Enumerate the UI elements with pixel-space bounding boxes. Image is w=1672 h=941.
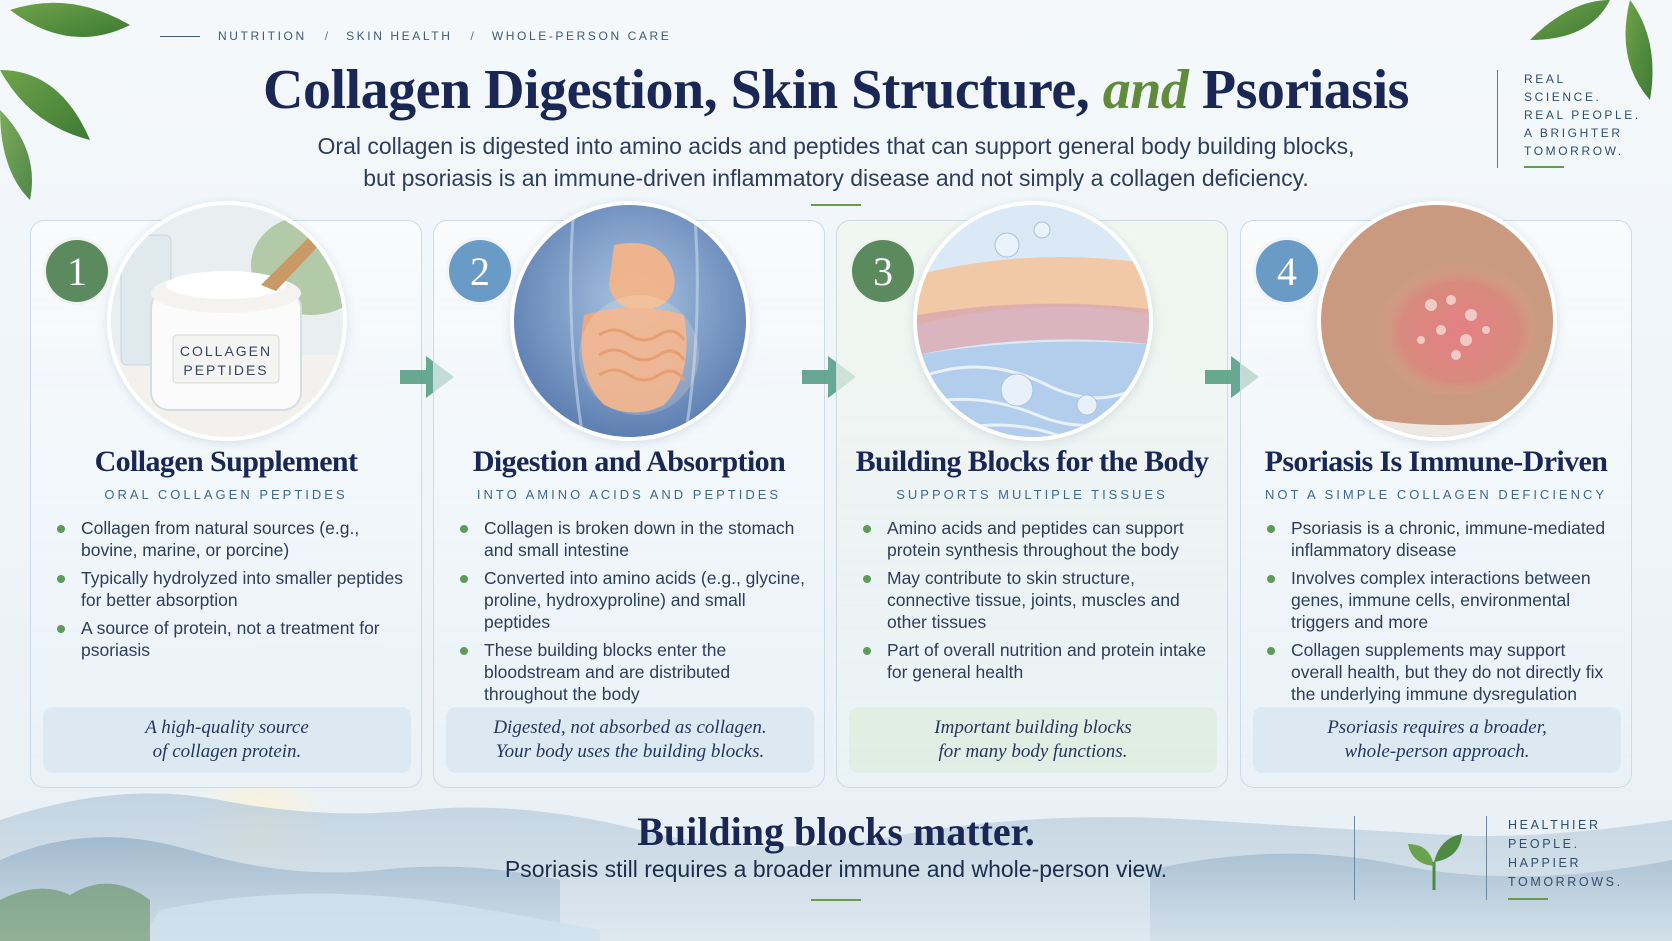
psoriasis-skin-illustration <box>1317 201 1557 441</box>
card-subtitle: SUPPORTS MULTIPLE TISSUES <box>896 487 1168 502</box>
tagline-line: TOMORROW. <box>1524 144 1624 158</box>
card-callout: Digested, not absorbed as collagen. Your… <box>446 707 814 773</box>
callout-line: Your body uses the building blocks. <box>495 741 765 762</box>
card-subtitle: NOT A SIMPLE COLLAGEN DEFICIENCY <box>1264 487 1608 502</box>
step-card-building-blocks: 3 Building Blocks for the Body SUPPORTS … <box>836 201 1228 788</box>
step-card-collagen-supplement: COLLAGEN PEPTIDES 1 Collagen Supplement … <box>30 201 422 788</box>
step-card-psoriasis: 4 Psoriasis Is Immune-Driven NOT A SIMPL… <box>1240 201 1632 788</box>
card-subtitle: ORAL COLLAGEN PEPTIDES <box>104 487 348 502</box>
tagline-line: REAL <box>1524 72 1566 86</box>
arrow-right-icon <box>1205 356 1259 398</box>
list-item: Collagen supplements may support overall… <box>1265 639 1615 705</box>
step-number-badge: 1 <box>43 237 111 305</box>
skin-tissue-illustration <box>913 201 1153 441</box>
breadcrumb-item: WHOLE-PERSON CARE <box>491 29 672 43</box>
callout-line: Important building blocks <box>934 717 1132 738</box>
list-item: Converted into amino acids (e.g., glycin… <box>458 567 808 633</box>
arrow-right-icon <box>802 356 856 398</box>
card-subtitle: INTO AMINO ACIDS AND PEPTIDES <box>476 487 782 502</box>
subtitle-line: but psoriasis is an immune-driven inflam… <box>363 165 1309 191</box>
digestive-system-illustration <box>510 201 750 441</box>
breadcrumb-item: SKIN HEALTH <box>346 29 453 43</box>
callout-line: A high-quality source <box>145 717 309 738</box>
tagline-line: A BRIGHTER <box>1524 126 1623 140</box>
list-item: A source of protein, not a treatment for… <box>55 617 405 661</box>
footer-brand-rule <box>1354 816 1355 900</box>
page-title: Collagen Digestion, Skin Structure, and … <box>0 58 1672 122</box>
step-number-badge: 2 <box>446 237 514 305</box>
breadcrumb-item: NUTRITION <box>218 29 307 43</box>
title-part: Collagen Digestion, Skin Structure, <box>263 59 1103 121</box>
page-subtitle: Oral collagen is digested into amino aci… <box>236 130 1436 194</box>
callout-line: Digested, not absorbed as collagen. <box>493 717 767 738</box>
card-title: Digestion and Absorption <box>472 445 786 478</box>
list-item: Amino acids and peptides can support pro… <box>861 517 1211 561</box>
card-callout: Psoriasis requires a broader, whole-pers… <box>1253 707 1621 773</box>
card-title: Psoriasis Is Immune-Driven <box>1264 445 1608 478</box>
sprout-icon <box>1408 834 1462 890</box>
step-number-badge: 3 <box>849 237 917 305</box>
footer-motto: HEALTHIER PEOPLE. HAPPIER TOMORROWS. <box>1508 816 1623 900</box>
jar-label-line: COLLAGEN <box>180 343 272 359</box>
motto-divider <box>1508 898 1548 900</box>
arrow-right-icon <box>400 356 454 398</box>
motto-line: HEALTHIER <box>1508 818 1601 832</box>
footer-divider <box>811 899 861 901</box>
breadcrumb-separator: / <box>470 29 474 43</box>
motto-line: TOMORROWS. <box>1508 875 1623 889</box>
leaf-icon <box>1530 0 1653 100</box>
step-card-digestion: 2 Digestion and Absorption INTO AMINO AC… <box>433 201 825 788</box>
callout-line: whole-person approach. <box>1344 741 1530 762</box>
tagline-divider <box>1524 166 1564 168</box>
card-bullet-list: Amino acids and peptides can support pro… <box>861 517 1211 689</box>
step-number-badge: 4 <box>1253 237 1321 305</box>
motto-line: HAPPIER <box>1508 856 1582 870</box>
footer-subtitle: Psoriasis still requires a broader immun… <box>504 856 1168 882</box>
jar-label-line: PEPTIDES <box>183 362 268 378</box>
card-title: Building Blocks for the Body <box>855 445 1209 478</box>
card-title: Collagen Supplement <box>94 445 358 478</box>
leaf-icon <box>0 2 130 200</box>
header-divider <box>811 204 861 206</box>
list-item: Collagen is broken down in the stomach a… <box>458 517 808 561</box>
title-accent: and <box>1102 59 1189 121</box>
breadcrumb-separator: / <box>324 29 329 43</box>
list-item: Collagen from natural sources (e.g., bov… <box>55 517 405 561</box>
tagline-line: REAL PEOPLE. <box>1524 108 1641 122</box>
callout-line: for many body functions. <box>938 741 1128 762</box>
list-item: These building blocks enter the bloodstr… <box>458 639 808 705</box>
tagline-line: SCIENCE. <box>1524 90 1602 104</box>
subtitle-line: Oral collagen is digested into amino aci… <box>317 133 1355 159</box>
breadcrumb-rule <box>160 35 200 37</box>
collagen-jar-illustration: COLLAGEN PEPTIDES <box>107 201 347 441</box>
card-bullet-list: Psoriasis is a chronic, immune-mediated … <box>1265 517 1615 711</box>
brand-tagline: REAL SCIENCE. REAL PEOPLE. A BRIGHTER TO… <box>1497 70 1657 168</box>
breadcrumb: NUTRITION / SKIN HEALTH / WHOLE-PERSON C… <box>160 26 671 46</box>
card-callout: A high-quality source of collagen protei… <box>43 707 411 773</box>
list-item: Psoriasis is a chronic, immune-mediated … <box>1265 517 1615 561</box>
list-item: Typically hydrolyzed into smaller peptid… <box>55 567 405 611</box>
footer-title: Building blocks matter. <box>637 809 1035 854</box>
footer-brand-rule <box>1486 816 1487 900</box>
callout-line: of collagen protein. <box>152 741 302 762</box>
card-bullet-list: Collagen is broken down in the stomach a… <box>458 517 808 711</box>
motto-line: PEOPLE. <box>1508 837 1580 851</box>
list-item: May contribute to skin structure, connec… <box>861 567 1211 633</box>
list-item: Part of overall nutrition and protein in… <box>861 639 1211 683</box>
card-bullet-list: Collagen from natural sources (e.g., bov… <box>55 517 405 667</box>
list-item: Involves complex interactions between ge… <box>1265 567 1615 633</box>
callout-line: Psoriasis requires a broader, <box>1327 717 1547 738</box>
footer-brand: HEALTHIER PEOPLE. HAPPIER TOMORROWS. <box>1354 816 1644 900</box>
title-part: Psoriasis <box>1188 59 1410 121</box>
card-callout: Important building blocks for many body … <box>849 707 1217 773</box>
